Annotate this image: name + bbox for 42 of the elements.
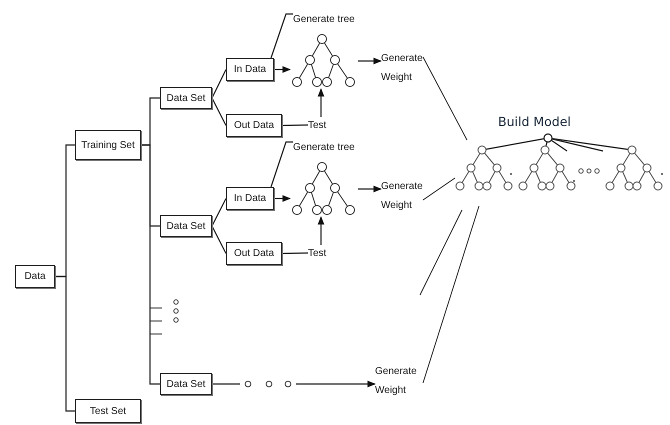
data-box: Data Set (160, 215, 212, 237)
data-box: Data Set (160, 373, 212, 395)
step-label: Generate Weight (381, 50, 425, 86)
data-box: Out Data (226, 114, 282, 137)
connector-line (211, 226, 227, 254)
arrow (274, 195, 291, 202)
data-box: Data (15, 265, 55, 288)
data-box: Data Set (160, 87, 212, 109)
step-label: Test (308, 245, 334, 261)
connector-line (211, 98, 227, 126)
data-box: In Data (226, 187, 274, 210)
data-box: Training Set (75, 130, 141, 160)
step-label: Generate Weight (381, 178, 425, 214)
data-box: Test Set (75, 399, 141, 423)
data-box: Out Data (226, 242, 282, 265)
data-box: In Data (226, 58, 274, 81)
connector-line (141, 144, 160, 385)
heading-label: Build Model (498, 114, 571, 129)
arrow (318, 88, 324, 117)
step-label: Test (308, 117, 334, 133)
connector-line (422, 178, 456, 200)
connector-line (211, 198, 227, 226)
connector-line (282, 252, 308, 254)
step-label: Generate tree (293, 10, 359, 28)
tree-drawing (290, 161, 358, 217)
connector-line (55, 276, 75, 412)
connector-line (270, 13, 293, 58)
connector-line (282, 124, 308, 126)
arrow (318, 216, 324, 245)
connector-line (211, 69, 227, 98)
arrow (274, 66, 291, 73)
step-label: Generate tree (293, 138, 359, 156)
arrow (358, 58, 382, 64)
arrow (358, 186, 382, 192)
connector-line (420, 210, 462, 296)
connector-line (270, 141, 293, 188)
arrow (296, 380, 376, 388)
connector-line (422, 206, 480, 384)
connector-line (422, 56, 468, 140)
tree-drawing (290, 33, 358, 89)
connector-line (212, 383, 240, 385)
step-label: Generate Weight (375, 363, 419, 399)
